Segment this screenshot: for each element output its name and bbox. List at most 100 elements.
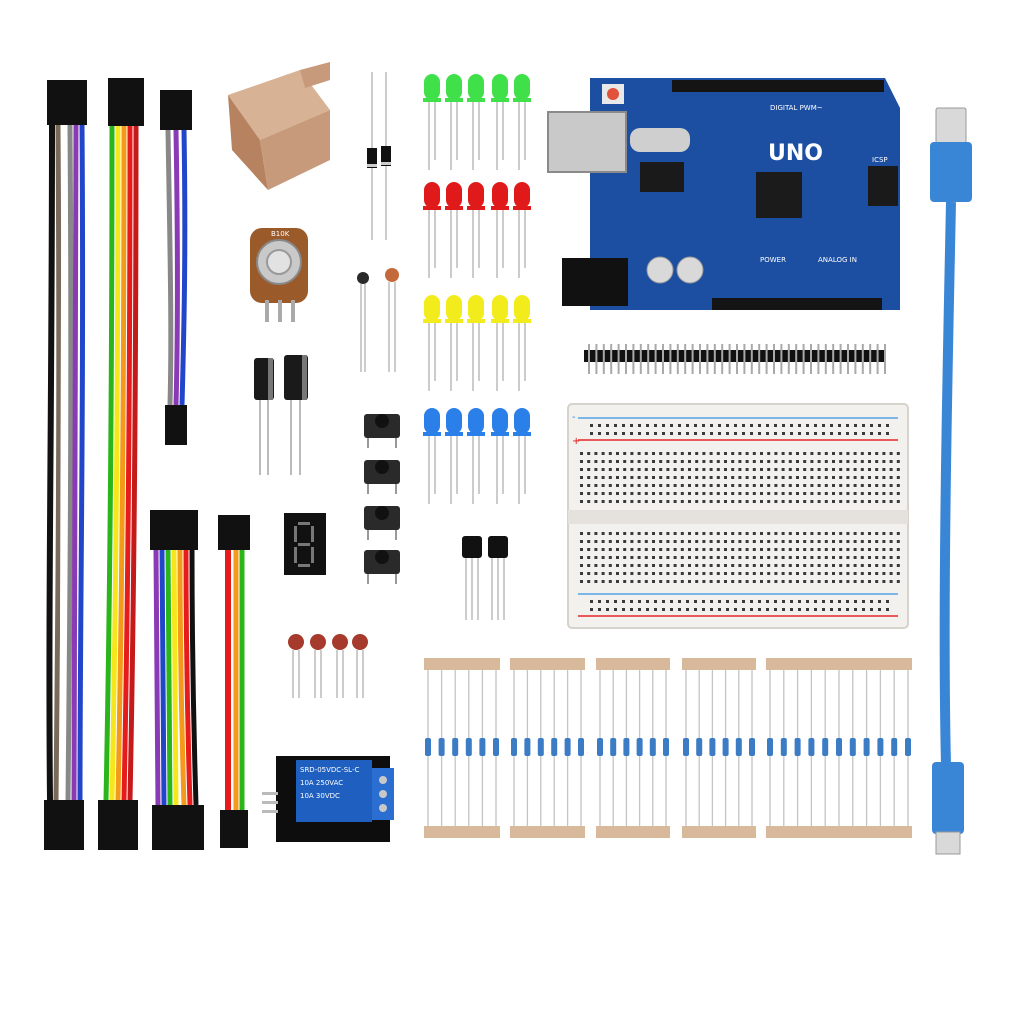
breadboard-hole: [724, 500, 727, 503]
breadboard-hole: [781, 500, 785, 503]
breadboard-hole: [616, 548, 619, 551]
breadboard-hole: [742, 424, 745, 427]
breadboard-hole: [868, 564, 871, 567]
resistor: [822, 738, 829, 756]
breadboard-hole: [854, 432, 857, 435]
resistor: [663, 738, 669, 756]
relay-label-model: SRD-05VDC-SL-C: [300, 766, 359, 774]
breadboard-hole: [616, 476, 619, 479]
breadboard-hole: [781, 452, 785, 455]
led-green: [445, 74, 463, 170]
led-blue: [491, 408, 509, 504]
breadboard-hole: [889, 548, 893, 551]
breadboard-hole: [796, 468, 799, 471]
resistor: [636, 738, 643, 756]
breadboard-hole: [860, 532, 864, 535]
breadboard-hole: [673, 476, 677, 479]
breadboard-hole: [875, 540, 879, 543]
breadboard-hole: [601, 484, 605, 487]
breadboard-hole: [745, 548, 749, 551]
breadboard-hole: [796, 580, 799, 583]
breadboard-hole: [606, 608, 609, 611]
breadboard-hole: [752, 492, 756, 495]
breadboard-hole: [608, 548, 612, 551]
breadboard-hole: [734, 600, 737, 603]
breadboard-hole: [803, 532, 807, 535]
breadboard-hole: [886, 432, 889, 435]
resistor-bandolier: [766, 658, 912, 838]
breadboard-hole: [882, 580, 886, 583]
breadboard-hole: [695, 484, 699, 487]
breadboard-hole: [839, 580, 843, 583]
breadboard-hole: [710, 432, 713, 435]
breadboard-hole: [659, 564, 663, 567]
breadboard-hole: [695, 476, 699, 479]
relay-module: SRD-05VDC-SL-C 10A 250VAC 10A 30VDC: [262, 756, 394, 842]
breadboard-hole: [686, 600, 689, 603]
resistor: [709, 738, 716, 756]
breadboard-hole: [760, 452, 763, 455]
breadboard-hole: [814, 600, 817, 603]
breadboard-hole: [896, 484, 900, 487]
breadboard-hole: [724, 572, 727, 575]
breadboard-hole: [616, 452, 619, 455]
resistor: [794, 738, 801, 756]
breadboard-hole: [594, 540, 598, 543]
breadboard-hole: [590, 424, 593, 427]
breadboard-hole: [832, 556, 835, 559]
breadboard-hole: [688, 452, 691, 455]
led-red: [445, 182, 463, 278]
breadboard-hole: [790, 432, 793, 435]
breadboard-hole: [752, 484, 756, 487]
breadboard-hole: [745, 572, 749, 575]
breadboard-hole: [601, 476, 605, 479]
ceramic-capacitors: [288, 634, 368, 698]
breadboard-hole: [738, 572, 742, 575]
breadboard-hole: [630, 564, 634, 567]
breadboard-hole: [752, 476, 756, 479]
breadboard-hole: [796, 572, 799, 575]
breadboard-hole: [838, 600, 841, 603]
breadboard-hole: [673, 492, 677, 495]
breadboard-hole: [853, 476, 857, 479]
breadboard-hole: [882, 484, 886, 487]
breadboard-hole: [724, 476, 727, 479]
led-blue: [423, 408, 441, 504]
breadboard-hole: [745, 556, 749, 559]
breadboard-hole: [896, 452, 900, 455]
breadboard-hole: [724, 532, 727, 535]
breadboard-hole: [652, 452, 655, 455]
header-pin: [824, 344, 827, 374]
breadboard-hole: [659, 548, 663, 551]
breadboard-hole: [702, 556, 706, 559]
breadboard-hole: [767, 492, 771, 495]
breadboard-hole: [637, 564, 641, 567]
breadboard-hole: [846, 468, 850, 471]
breadboard-hole: [839, 452, 843, 455]
breadboard-hole: [702, 608, 705, 611]
breadboard-hole: [838, 608, 841, 611]
header-pins: [588, 344, 886, 374]
breadboard-hole: [774, 608, 777, 611]
breadboard-hole: [662, 600, 665, 603]
breadboard-hole: [798, 424, 801, 427]
breadboard-hole: [817, 500, 821, 503]
breadboard-hole: [731, 484, 735, 487]
breadboard-hole: [886, 600, 889, 603]
breadboard-hole: [758, 600, 761, 603]
breadboard-hole: [608, 532, 612, 535]
breadboard-hole: [731, 564, 735, 567]
breadboard-hole: [616, 500, 619, 503]
breadboard-hole: [796, 460, 799, 463]
breadboard-hole: [788, 580, 792, 583]
resistor: [863, 738, 870, 756]
breadboard-hole: [824, 564, 828, 567]
cardboard-box: [228, 62, 330, 190]
breadboard-holes: [580, 424, 900, 611]
breadboard-hole: [766, 424, 769, 427]
breadboard-hole: [875, 556, 879, 559]
breadboard-minus-sign: -: [572, 412, 576, 423]
breadboard-hole: [623, 500, 627, 503]
breadboard-hole: [652, 556, 655, 559]
breadboard-hole: [853, 572, 857, 575]
